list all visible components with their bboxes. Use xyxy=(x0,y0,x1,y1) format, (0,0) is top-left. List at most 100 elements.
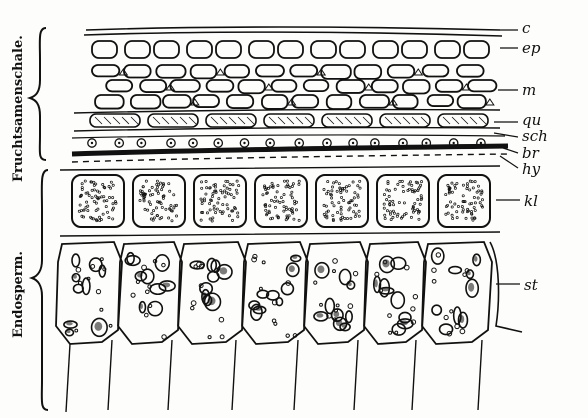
small-starch-grain xyxy=(320,303,323,306)
aleurone-grain xyxy=(110,181,112,183)
aleurone-grain xyxy=(389,200,391,202)
small-starch-grain xyxy=(432,279,436,283)
aleurone-grain xyxy=(323,204,325,206)
label-kl: kl xyxy=(524,192,538,210)
aleurone-grain xyxy=(95,195,97,197)
aleurone-grain xyxy=(262,194,264,196)
aleurone-grain xyxy=(213,205,215,207)
aleurone-grain xyxy=(446,204,448,206)
aleurone-grain xyxy=(474,209,476,211)
aleurone-grain xyxy=(156,201,158,203)
aleurone-grain xyxy=(331,202,333,204)
aleurone-grain xyxy=(106,211,108,213)
cross-cell xyxy=(380,114,430,127)
cell-wall-line xyxy=(354,340,358,410)
mesocarp-cell xyxy=(388,65,415,78)
aleurone-grain xyxy=(353,197,355,199)
mesocarp-cell xyxy=(457,65,484,77)
aleurone-grain xyxy=(389,213,391,215)
small-starch-grain xyxy=(91,265,95,269)
label-c: c xyxy=(522,19,531,37)
aleurone-grain xyxy=(228,215,230,217)
small-starch-grain xyxy=(162,335,166,339)
aleurone-grain xyxy=(221,192,223,194)
small-starch-grain xyxy=(220,335,224,339)
aleurone-grain xyxy=(384,217,386,219)
aleurone-grain xyxy=(387,182,389,184)
aleurone-grain xyxy=(386,189,388,191)
small-starch-grain xyxy=(333,259,338,264)
aleurone-grain xyxy=(213,208,215,210)
aleurone-grain xyxy=(97,208,99,210)
cross-cell-hatch xyxy=(403,117,410,124)
small-starch-grain xyxy=(148,304,151,307)
mesocarp-cell xyxy=(163,95,191,108)
tube-cell-dot xyxy=(326,142,328,144)
aleurone-grain xyxy=(101,196,103,198)
aleurone-grain xyxy=(323,188,325,190)
cuticle-layer xyxy=(84,27,502,36)
aleurone-grain xyxy=(390,218,392,220)
aleurone-grain xyxy=(327,210,329,212)
mesocarp-cell xyxy=(92,65,119,76)
cross-cell-hatch xyxy=(327,117,334,124)
aleurone-grain xyxy=(298,183,300,185)
aleurone-grain xyxy=(295,209,297,211)
aleurone-grain xyxy=(413,191,415,193)
aleurone-grain xyxy=(156,180,158,182)
aleurone-grain xyxy=(209,218,211,220)
aleurone-grain xyxy=(169,190,171,192)
aleurone-grain xyxy=(416,208,418,210)
aleurone-grain xyxy=(227,180,229,182)
aleurone-grain xyxy=(155,189,157,191)
aleurone-grain xyxy=(402,185,404,187)
aleurone-grain xyxy=(158,184,160,186)
aleurone-grain xyxy=(175,215,177,217)
aleurone-grain xyxy=(409,181,411,183)
aleurone-grain xyxy=(402,190,404,192)
starch-grain xyxy=(432,248,444,264)
aleurone-grain xyxy=(383,207,385,209)
tube-cell-dot xyxy=(352,142,354,144)
aleurone-grain xyxy=(417,199,419,201)
cell-wall-line xyxy=(232,340,236,410)
aleurone-grain xyxy=(481,190,483,192)
small-starch-grain xyxy=(100,308,103,311)
starch-grain xyxy=(208,272,219,282)
aleurone-grain xyxy=(454,184,456,186)
mesocarp-cell xyxy=(327,95,352,109)
mesocarp-cell xyxy=(292,95,318,108)
cross-cell-hatch xyxy=(211,117,218,124)
starch-grain-shade xyxy=(374,279,377,287)
aleurone-grain xyxy=(226,187,228,189)
aleurone-grain xyxy=(325,205,327,207)
small-starch-grain xyxy=(136,280,139,283)
aleurone-grain xyxy=(169,208,171,210)
aleurone-grain xyxy=(87,205,89,207)
aleurone-grain xyxy=(151,186,153,188)
aleurone-grain xyxy=(445,193,447,195)
aleurone-grain xyxy=(211,220,213,222)
mesocarp-cell xyxy=(423,65,449,77)
cross-cell-hatch xyxy=(247,117,254,124)
aleurone-grain xyxy=(90,181,92,183)
tube-cell-dot xyxy=(140,142,142,144)
starch-grain xyxy=(432,305,441,315)
aleurone-grain xyxy=(333,182,335,184)
aleurone-grain xyxy=(457,205,459,207)
small-starch-grain xyxy=(336,304,339,307)
aleurone-grain xyxy=(161,189,163,191)
aleurone-grain xyxy=(162,186,164,188)
cross-cell-hatch xyxy=(345,117,352,124)
aleurone-grain xyxy=(383,194,385,196)
aleurone-grain xyxy=(473,206,475,208)
aleurone-grain xyxy=(342,187,344,189)
mesocarp-cell xyxy=(372,80,398,92)
cross-cell-hatch xyxy=(278,117,285,124)
aleurone-grain xyxy=(88,194,90,196)
aleurone-grain xyxy=(456,211,458,213)
small-starch-grain xyxy=(109,324,112,327)
small-starch-grain xyxy=(274,322,277,325)
aleurone-grain xyxy=(105,205,107,207)
